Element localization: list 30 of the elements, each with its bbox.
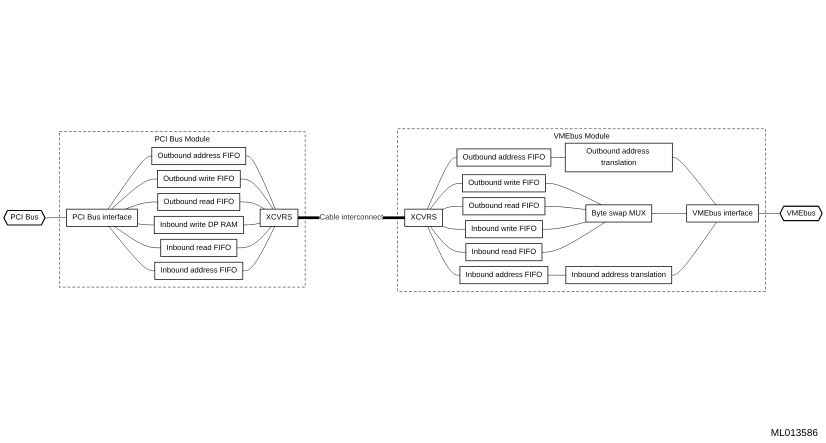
connector <box>652 213 687 214</box>
connector <box>114 226 161 248</box>
connector <box>44 217 67 218</box>
connector <box>542 222 586 230</box>
connector <box>108 156 152 210</box>
connector <box>542 222 606 252</box>
connector <box>672 222 717 276</box>
connector <box>240 178 274 210</box>
connector <box>430 182 463 210</box>
connector <box>550 157 566 158</box>
connector <box>246 156 276 210</box>
connector <box>548 274 566 276</box>
connector <box>111 178 158 210</box>
connector <box>545 182 602 205</box>
connector <box>125 202 158 210</box>
connector <box>544 206 586 210</box>
connector <box>240 202 266 210</box>
connector <box>442 206 464 210</box>
connector <box>427 157 458 210</box>
connector <box>236 226 272 248</box>
figure-number: ML013586 <box>770 428 818 439</box>
connector <box>242 226 276 271</box>
connector <box>430 226 466 252</box>
connector <box>137 223 154 226</box>
connector <box>442 226 466 230</box>
connector <box>427 226 460 276</box>
connector <box>243 222 260 226</box>
connector <box>672 157 716 205</box>
connector <box>758 213 781 214</box>
connector <box>108 226 156 271</box>
